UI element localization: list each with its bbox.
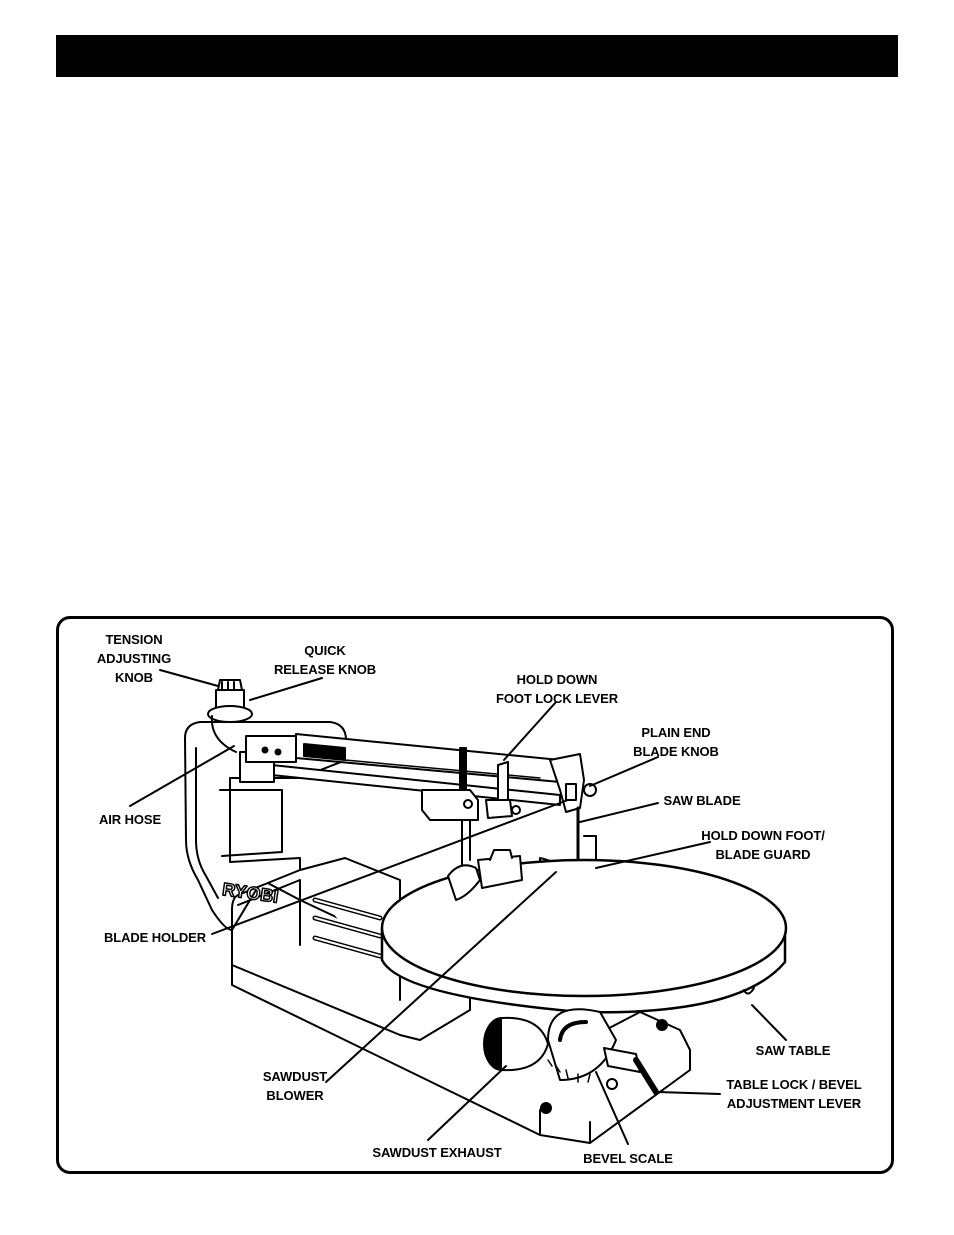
label-sawdust-exhaust: SAWDUST EXHAUST	[372, 1145, 502, 1160]
front-head	[549, 753, 597, 813]
saw-table	[380, 858, 788, 1014]
label-quick-release-knob: QUICK RELEASE KNOB	[273, 643, 377, 677]
figure-frame	[56, 616, 894, 1174]
bevel-scale-assembly	[547, 1008, 659, 1095]
upper-arm	[239, 733, 561, 806]
label-bevel-scale: BEVEL SCALE	[583, 1151, 673, 1166]
label-saw-blade: SAW BLADE	[663, 793, 741, 808]
label-blade-holder: BLADE HOLDER	[103, 930, 207, 945]
header-bar	[56, 35, 898, 77]
hold-down-lever	[485, 761, 521, 819]
ryobi-logo: RYOBI	[221, 879, 280, 907]
sawdust-blower-nozzle	[447, 849, 523, 901]
label-table-lock-bevel-adjustment-lever: TABLE LOCK / BEVEL ADJUSTMENT LEVER	[726, 1077, 862, 1111]
leader-lines	[129, 669, 787, 1145]
label-sawdust-blower: SAWDUST BLOWER	[262, 1069, 328, 1103]
label-hold-down-foot-lock-lever: HOLD DOWN FOOT LOCK LEVER	[495, 672, 619, 706]
label-tension-adjusting-knob: TENSION ADJUSTING KNOB	[96, 632, 172, 685]
tension-knob	[207, 679, 253, 753]
label-saw-table: SAW TABLE	[755, 1043, 831, 1058]
label-plain-end-blade-knob: PLAIN END BLADE KNOB	[633, 725, 719, 759]
label-air-hose: AIR HOSE	[98, 812, 162, 827]
sawdust-exhaust-port	[483, 1016, 549, 1072]
label-hold-down-foot-blade-guard: HOLD DOWN FOOT/ BLADE GUARD	[701, 828, 825, 862]
